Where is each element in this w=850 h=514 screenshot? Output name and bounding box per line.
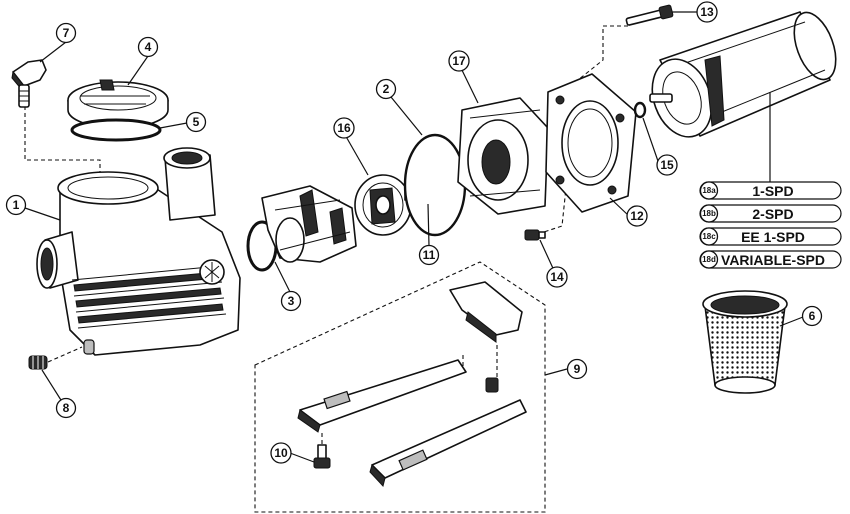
- assembly-line-knob-to-housing: [24, 92, 101, 172]
- washer-part: [633, 101, 647, 119]
- callout-leaders: [24, 11, 804, 463]
- svg-text:2-SPD: 2-SPD: [752, 206, 793, 222]
- svg-text:10: 10: [274, 446, 288, 460]
- svg-text:14: 14: [550, 270, 564, 284]
- callout-17: 17: [448, 50, 470, 72]
- svg-text:1: 1: [13, 198, 20, 212]
- motor-mount-plate-part: [545, 73, 637, 213]
- plate-screw-part: [524, 229, 546, 241]
- svg-text:6: 6: [809, 309, 816, 323]
- svg-text:2: 2: [383, 82, 390, 96]
- svg-text:1-SPD: 1-SPD: [752, 183, 793, 199]
- callout-1: 1: [5, 194, 27, 216]
- callout-11: 11: [418, 244, 440, 266]
- svg-text:18c: 18c: [702, 232, 716, 241]
- motor-variant-18c: 18c EE 1-SPD: [699, 227, 842, 246]
- callout-2: 2: [375, 78, 397, 100]
- callout-9: 9: [566, 358, 588, 380]
- callout-16: 16: [333, 117, 355, 139]
- svg-text:16: 16: [337, 121, 351, 135]
- pump-housing-part: [36, 147, 241, 356]
- callout-5: 5: [185, 111, 207, 133]
- callout-6: 6: [801, 305, 823, 327]
- drain-plug-part: [28, 355, 48, 370]
- svg-text:9: 9: [574, 362, 581, 376]
- svg-text:EE 1-SPD: EE 1-SPD: [741, 229, 805, 245]
- callout-13: 13: [696, 1, 718, 23]
- impeller-part: [354, 174, 412, 236]
- seal-plate-part: [457, 97, 549, 215]
- svg-text:18a: 18a: [702, 186, 716, 195]
- callout-10: 10: [270, 442, 292, 464]
- motor-variant-18d: 18d VARIABLE-SPD: [699, 250, 842, 269]
- diffuser-part: [261, 185, 357, 263]
- svg-text:18d: 18d: [702, 255, 716, 264]
- svg-text:18b: 18b: [702, 209, 716, 218]
- callout-8: 8: [55, 397, 77, 419]
- svg-text:11: 11: [423, 248, 436, 262]
- svg-text:15: 15: [660, 158, 674, 172]
- svg-text:12: 12: [630, 209, 644, 223]
- lid-o-ring-part: [70, 118, 162, 142]
- kit-boundary-outline: [254, 261, 546, 513]
- svg-text:17: 17: [452, 54, 466, 68]
- svg-text:13: 13: [700, 5, 714, 19]
- motor-variant-18a: 18a 1-SPD: [699, 181, 842, 200]
- motor-part: [649, 11, 837, 138]
- callout-15: 15: [656, 154, 678, 176]
- bracket-bolt-part: [313, 444, 331, 469]
- svg-text:5: 5: [193, 115, 200, 129]
- svg-text:8: 8: [63, 401, 70, 415]
- callout-12: 12: [626, 205, 648, 227]
- drain-knob-part: [11, 59, 47, 108]
- seal-plate-o-ring-part: [403, 133, 467, 237]
- svg-text:VARIABLE-SPD: VARIABLE-SPD: [721, 252, 825, 268]
- motor-variant-18b: 18b 2-SPD: [699, 204, 842, 223]
- callout-4: 4: [137, 36, 159, 58]
- svg-text:4: 4: [145, 40, 152, 54]
- callout-14: 14: [546, 266, 568, 288]
- svg-text:3: 3: [288, 294, 295, 308]
- callout-7: 7: [55, 22, 77, 44]
- assembly-line-bolt-to-motor: [577, 25, 628, 81]
- strainer-basket-part: [702, 290, 788, 394]
- svg-text:7: 7: [63, 26, 70, 40]
- callout-3: 3: [280, 290, 302, 312]
- motor-support-kit-part: [297, 281, 527, 488]
- motor-bolt-part: [625, 4, 674, 26]
- assembly-line-plug-to-housing: [47, 346, 83, 363]
